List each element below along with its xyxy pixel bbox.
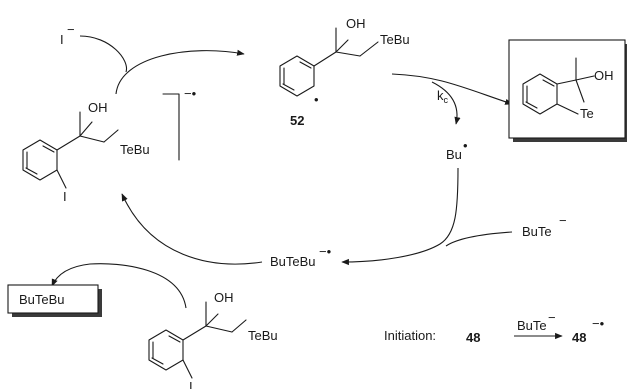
iodide-charge: − (67, 22, 75, 37)
tellurolate-join-arc (445, 231, 513, 247)
initiation-reagent-charge: − (548, 310, 556, 325)
oh-label-48-bottom: OH (214, 290, 234, 305)
radical-anion-bracket (162, 93, 180, 161)
radical-anion-charge-48: −• (184, 86, 197, 101)
oh-label-48-left: OH (88, 100, 108, 115)
butyl-radical-dot: • (463, 138, 468, 153)
rate-constant-kc: kc (437, 88, 449, 105)
butyl-release-arrow (431, 81, 461, 125)
radical-dot-52: • (314, 92, 319, 107)
tebu-label-48-bottom: TeBu (248, 328, 278, 343)
ditelluride-product-label: BuTeBu (19, 292, 65, 307)
butyltellurolate-label: BuTe (522, 224, 552, 239)
oh-label-52: OH (346, 16, 366, 31)
iodo-label-48-bottom: I (189, 379, 193, 389)
initiation-product-48: 48 (572, 330, 586, 345)
iodo-label-48-left: I (63, 189, 67, 204)
to-ditelluride-arrow (51, 263, 187, 309)
te-label-cyclized: Te (580, 106, 594, 121)
starting-material-48-structure (148, 301, 247, 379)
butyl-radical-label: Bu (446, 147, 462, 162)
to-aryl-radical-arrow (115, 49, 245, 95)
initiation-product-charge: −• (592, 316, 605, 331)
electron-transfer-arrow (121, 193, 263, 265)
initiation-reagent-label: BuTe (517, 318, 547, 333)
iodide-release-arc (79, 35, 128, 73)
cyclization-arrow (391, 73, 513, 105)
initiation-label: Initiation: (384, 328, 436, 343)
iodide-label: I (60, 32, 64, 47)
radical-anion-48-structure (22, 111, 119, 189)
oh-label-cyclized: OH (594, 68, 614, 83)
tebu-label-52: TeBu (380, 32, 410, 47)
tebu-label-48-left: TeBu (120, 142, 150, 157)
product-box-ditelluride (7, 284, 102, 317)
butyltellurolate-charge: − (559, 213, 567, 228)
ditelluride-radical-anion-charge: −• (319, 244, 332, 259)
initiation-compound-48: 48 (466, 330, 480, 345)
compound-label-52: 52 (290, 113, 304, 128)
product-box-cyclized (508, 39, 627, 142)
aryl-radical-52-structure (279, 27, 379, 97)
dibutyl-ditelluride-radical-anion-label: BuTeBu (270, 254, 316, 269)
combination-arrow (341, 167, 459, 266)
